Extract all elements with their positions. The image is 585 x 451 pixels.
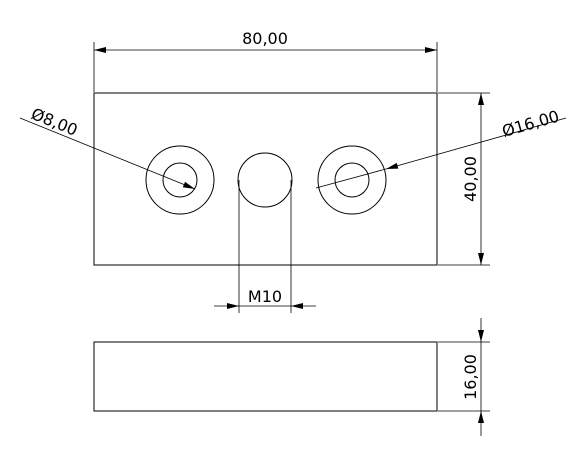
height-dimension-label: 40,00 (461, 156, 480, 202)
side-view (93, 341, 438, 412)
left-hole (145, 145, 215, 215)
width-dimension: 80,00 (93, 29, 438, 92)
thread-dimension: M10 (214, 180, 316, 313)
large-diameter-label: Ø16,00 (500, 106, 561, 140)
small-diameter-callout: Ø8,00 (19, 104, 196, 190)
large-diameter-leader (385, 117, 567, 170)
small-diameter-label: Ø8,00 (29, 104, 81, 140)
height-dimension: 40,00 (438, 92, 490, 266)
thickness-dimension: 16,00 (438, 318, 490, 436)
thread-dimension-label: M10 (248, 287, 282, 306)
top-view (93, 92, 438, 266)
width-dimension-label: 80,00 (242, 29, 288, 48)
large-diameter-callout: Ø16,00 (315, 106, 567, 189)
left-hole-outer-circle (145, 145, 215, 215)
right-hole-inner-circle (334, 162, 370, 198)
right-hole-outer-circle (317, 145, 387, 215)
small-diameter-leader (19, 117, 196, 190)
side-view-outline (93, 341, 438, 412)
left-hole-inner-circle (162, 162, 198, 198)
thickness-dimension-label: 16,00 (461, 354, 480, 400)
right-hole (317, 145, 387, 215)
thread-hole-circle (237, 152, 293, 208)
plate-outline (93, 92, 438, 266)
large-diameter-leader-extension (315, 168, 387, 189)
